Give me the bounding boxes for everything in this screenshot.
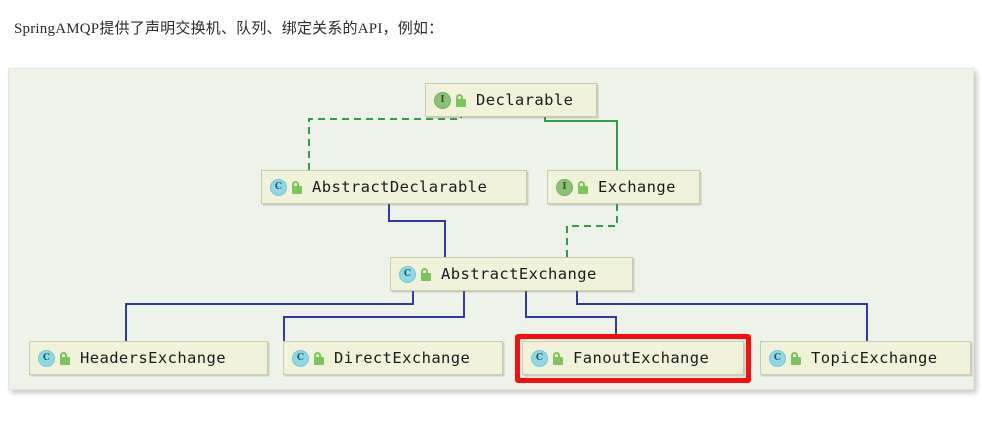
class-node-label: AbstractExchange	[441, 265, 597, 283]
class-node-abstractDeclarable[interactable]: C AbstractDeclarable	[261, 170, 527, 204]
class-node-label: DirectExchange	[334, 349, 471, 367]
class-badge-icon: C	[531, 349, 548, 367]
class-node-label: HeadersExchange	[80, 349, 226, 367]
edge-directExchange-to-abstractExchange	[283, 271, 465, 341]
unlocked-padlock-icon	[790, 351, 802, 365]
class-badge-icon: C	[270, 178, 287, 196]
class-node-topicExchange[interactable]: C TopicExchange	[760, 341, 971, 375]
edge-fanoutExchange-to-abstractExchange	[518, 271, 617, 334]
class-node-label: AbstractDeclarable	[312, 178, 488, 196]
unlocked-padlock-icon	[552, 351, 564, 365]
class-badge-icon: C	[399, 265, 416, 283]
class-node-exchange[interactable]: I Exchange	[547, 170, 700, 204]
class-node-headersExchange[interactable]: C HeadersExchange	[29, 341, 268, 375]
edge-abstractDeclarable-to-declarable	[308, 97, 462, 170]
class-node-abstractExchange[interactable]: C AbstractExchange	[390, 257, 633, 291]
interface-badge-icon: I	[556, 178, 573, 196]
page-caption: SpringAMQP提供了声明交换机、队列、绑定关系的API，例如：	[14, 21, 444, 37]
interface-badge-icon: I	[434, 91, 451, 109]
class-badge-icon: C	[292, 349, 309, 367]
class-node-label: FanoutExchange	[573, 349, 710, 367]
class-node-fanoutExchange[interactable]: C FanoutExchange	[522, 341, 744, 375]
edge-abstractExchange-to-exchange	[566, 184, 618, 257]
class-badge-icon: C	[38, 349, 55, 367]
class-node-declarable[interactable]: I Declarable	[425, 83, 597, 117]
unlocked-padlock-icon	[577, 180, 589, 194]
class-node-label: Declarable	[476, 91, 574, 109]
unlocked-padlock-icon	[455, 93, 467, 107]
class-node-directExchange[interactable]: C DirectExchange	[283, 341, 503, 375]
edge-abstractExchange-to-abstractDeclarable	[381, 184, 446, 257]
class-node-label: Exchange	[598, 178, 676, 196]
class-node-label: TopicExchange	[811, 349, 938, 367]
unlocked-padlock-icon	[313, 351, 325, 365]
unlocked-padlock-icon	[420, 267, 432, 281]
unlocked-padlock-icon	[291, 180, 303, 194]
unlocked-padlock-icon	[59, 351, 71, 365]
edge-headersExchange-to-abstractExchange	[125, 271, 414, 341]
class-badge-icon: C	[769, 349, 786, 367]
